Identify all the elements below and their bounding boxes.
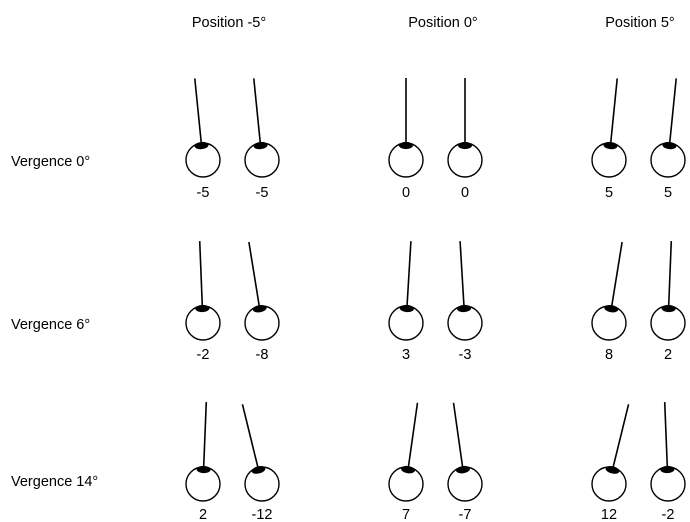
right-eye: 5 xyxy=(650,78,686,201)
left-eye: 2 xyxy=(185,402,221,522)
right-angle-label: -8 xyxy=(256,347,269,363)
left-pupil xyxy=(401,465,415,474)
left-pupil xyxy=(603,141,618,150)
left-eye: 0 xyxy=(388,78,424,201)
left-pupil xyxy=(194,141,209,150)
right-pupil xyxy=(662,141,677,150)
left-gaze-line xyxy=(198,241,204,307)
left-pupil xyxy=(605,466,620,474)
right-angle-label: 2 xyxy=(664,347,672,363)
right-angle-label: -5 xyxy=(256,185,269,201)
right-angle-label: 5 xyxy=(664,185,672,201)
right-eye: -12 xyxy=(241,404,280,522)
eye-pair-vergence-14-position-0: 7 -7 xyxy=(388,402,483,522)
right-eye: -5 xyxy=(244,78,280,201)
right-angle-label: -3 xyxy=(459,347,472,363)
right-pupil xyxy=(251,466,266,474)
left-angle-label: -5 xyxy=(197,185,210,201)
right-eye: -2 xyxy=(650,402,686,522)
right-angle-label: -7 xyxy=(459,507,472,522)
left-angle-label: 2 xyxy=(199,507,207,522)
right-eye: -3 xyxy=(447,241,483,363)
right-gaze-line xyxy=(668,78,678,144)
left-eye: 12 xyxy=(591,404,630,522)
right-pupil xyxy=(253,141,268,150)
right-gaze-line xyxy=(241,404,259,468)
column-header-position-minus-5: Position -5° xyxy=(192,15,266,31)
left-gaze-line xyxy=(202,402,208,468)
right-gaze-line xyxy=(248,241,261,307)
left-pupil xyxy=(196,465,211,474)
right-eye: -8 xyxy=(244,241,280,363)
column-headers: Position -5° Position 0° Position 5° xyxy=(192,15,675,31)
left-eye: 3 xyxy=(388,241,424,363)
left-eye: 7 xyxy=(388,402,424,522)
column-header-position-0: Position 0° xyxy=(408,15,477,31)
eye-pair-vergence-14-position-5: 12 -2 xyxy=(591,402,686,522)
right-pupil xyxy=(458,141,472,150)
right-angle-label: -12 xyxy=(252,507,273,522)
right-angle-label: -2 xyxy=(662,507,675,522)
left-angle-label: 12 xyxy=(601,507,617,522)
left-angle-label: 8 xyxy=(605,347,613,363)
left-eye: -2 xyxy=(185,241,221,363)
right-gaze-line xyxy=(663,402,669,468)
right-eye: -7 xyxy=(447,402,483,522)
left-gaze-line xyxy=(193,78,203,144)
left-eye: 8 xyxy=(591,241,627,363)
right-pupil xyxy=(457,304,472,313)
left-gaze-line xyxy=(610,241,623,307)
left-eye: -5 xyxy=(185,78,221,201)
left-angle-label: 3 xyxy=(402,347,410,363)
right-pupil xyxy=(252,304,267,313)
eye-pair-vergence-6-position-0: 3 -3 xyxy=(388,241,483,363)
right-gaze-line xyxy=(252,78,262,144)
right-gaze-line xyxy=(452,402,464,468)
column-header-position-5: Position 5° xyxy=(605,15,674,31)
right-angle-label: 0 xyxy=(461,185,469,201)
left-angle-label: -2 xyxy=(197,347,210,363)
left-angle-label: 7 xyxy=(402,507,410,522)
eye-pair-vergence-14-position-minus-5: 2 -12 xyxy=(185,402,280,522)
right-gaze-line xyxy=(667,241,673,307)
right-eye: 2 xyxy=(650,241,686,363)
row-label-vergence-14: Vergence 14° xyxy=(11,474,98,490)
eye-pair-vergence-0-position-minus-5: -5 -5 xyxy=(185,78,280,201)
left-gaze-line xyxy=(612,404,630,468)
right-gaze-line xyxy=(459,241,465,307)
row-label-vergence-0: Vergence 0° xyxy=(11,154,90,170)
left-angle-label: 5 xyxy=(605,185,613,201)
left-gaze-line xyxy=(609,78,619,144)
left-eye: 5 xyxy=(591,78,627,201)
row-label-vergence-6: Vergence 6° xyxy=(11,317,90,333)
right-pupil xyxy=(660,465,675,474)
right-pupil xyxy=(661,304,676,313)
eye-pair-vergence-6-position-minus-5: -2 -8 xyxy=(185,241,280,363)
right-pupil xyxy=(456,465,470,474)
left-gaze-line xyxy=(406,241,412,307)
right-eye: 0 xyxy=(447,78,483,201)
left-angle-label: 0 xyxy=(402,185,410,201)
left-pupil xyxy=(195,304,210,313)
left-pupil xyxy=(399,141,413,150)
left-pupil xyxy=(604,304,619,313)
left-gaze-line xyxy=(407,402,419,468)
row-labels: Vergence 0° Vergence 6° Vergence 14° xyxy=(11,154,98,490)
left-pupil xyxy=(399,304,414,313)
